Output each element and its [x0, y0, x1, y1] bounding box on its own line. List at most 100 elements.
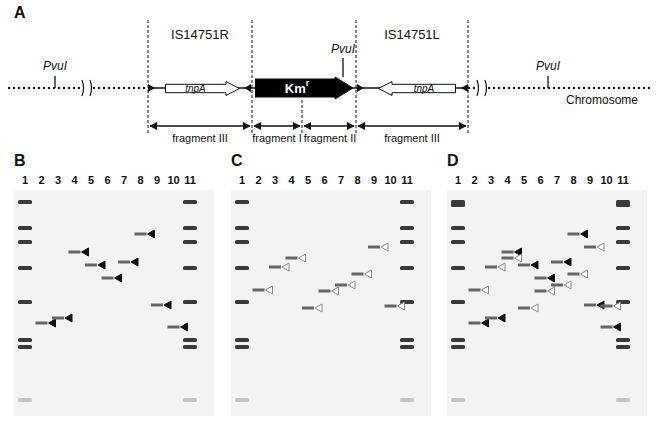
band-marker — [365, 270, 372, 278]
marker-band — [235, 240, 249, 244]
sample-band — [52, 317, 64, 320]
lane-number: 8 — [137, 174, 143, 186]
lane-number: 3 — [55, 174, 61, 186]
marker-band — [451, 300, 465, 304]
marker-band — [451, 226, 465, 230]
lane-number: 9 — [371, 174, 377, 186]
lane-number: 2 — [255, 174, 261, 186]
marker-band — [18, 300, 32, 304]
lane-number: 5 — [305, 174, 311, 186]
sample-band — [518, 307, 530, 310]
marker-band — [183, 240, 197, 244]
sample-band — [469, 289, 481, 292]
marker-band — [235, 200, 249, 204]
sample-band — [319, 290, 331, 293]
band-marker — [348, 281, 355, 289]
sample-band — [168, 326, 180, 329]
enzyme-site: PvuI — [43, 60, 67, 73]
band-marker — [49, 319, 56, 327]
marker-band — [18, 266, 32, 270]
marker-band — [451, 338, 465, 342]
band-marker — [332, 287, 339, 295]
marker-band — [616, 240, 630, 244]
sample-band — [502, 257, 514, 260]
band-marker — [299, 254, 306, 262]
sample-band — [269, 266, 281, 269]
lane-number: 1 — [239, 174, 245, 186]
sample-band — [469, 322, 481, 325]
marker-band — [18, 345, 32, 349]
marker-band — [235, 266, 249, 270]
marker-band — [400, 240, 414, 244]
lane-number: 7 — [554, 174, 560, 186]
sample-band — [502, 251, 514, 254]
marker-band — [451, 200, 465, 207]
lane-number: 4 — [288, 174, 294, 186]
sample-band — [568, 273, 580, 276]
band-marker — [398, 302, 405, 310]
sample-band — [36, 322, 48, 325]
lane-number: 4 — [71, 174, 77, 186]
panel-letter: D — [447, 152, 459, 170]
marker-band — [18, 200, 32, 204]
marker-band — [616, 398, 630, 402]
sample-band — [584, 246, 596, 249]
chromosome-label: Chromosome — [566, 94, 638, 107]
panel-letter: B — [14, 152, 26, 170]
sample-band — [518, 264, 530, 267]
marker-band — [235, 226, 249, 230]
lane-number: 3 — [488, 174, 494, 186]
sample-band — [568, 233, 580, 236]
marker-band — [400, 266, 414, 270]
marker-band — [616, 338, 630, 342]
marker-band — [18, 398, 32, 402]
band-marker — [148, 230, 155, 238]
marker-band — [235, 345, 249, 349]
lane-number: 5 — [521, 174, 527, 186]
sample-band — [286, 257, 298, 260]
marker-band — [451, 398, 465, 402]
marker-band — [183, 398, 197, 402]
sample-band — [253, 289, 265, 292]
band-marker — [581, 230, 588, 238]
sample-band — [85, 264, 97, 267]
lane-number: 2 — [38, 174, 44, 186]
sample-band — [601, 326, 613, 329]
marker-band — [400, 226, 414, 230]
blot-background — [231, 190, 431, 416]
gene-name: tnpA — [185, 83, 206, 94]
lane-number: 8 — [354, 174, 360, 186]
lane-number: 10 — [600, 174, 612, 186]
marker-band — [616, 266, 630, 270]
lane-number: 2 — [471, 174, 477, 186]
band-marker — [164, 301, 171, 309]
sample-band — [584, 304, 596, 307]
band-marker — [266, 286, 273, 294]
sample-band — [151, 304, 163, 307]
band-marker — [282, 263, 289, 271]
band-marker — [564, 281, 571, 289]
marker-band — [18, 338, 32, 342]
band-marker — [581, 270, 588, 278]
band-marker — [498, 263, 505, 271]
marker-band — [18, 226, 32, 230]
enzyme-site: PvuI — [331, 43, 355, 56]
lane-number: 11 — [184, 174, 196, 186]
lane-number: 8 — [570, 174, 576, 186]
enzyme-site: PvuI — [536, 60, 560, 73]
gene-arrow: tnpA — [378, 81, 456, 96]
band-marker — [548, 287, 555, 295]
sample-band — [368, 246, 380, 249]
lane-number: 6 — [104, 174, 110, 186]
sample-band — [485, 266, 497, 269]
band-marker — [315, 304, 322, 312]
marker-band — [400, 200, 414, 204]
gene-name: tnpA — [414, 83, 435, 94]
lane-number: 7 — [121, 174, 127, 186]
sample-band — [551, 261, 563, 264]
superscript: r — [306, 78, 310, 88]
sample-band — [69, 251, 81, 254]
marker-band — [400, 338, 414, 342]
fragment-label: fragment II — [304, 132, 357, 144]
band-marker — [498, 314, 505, 322]
